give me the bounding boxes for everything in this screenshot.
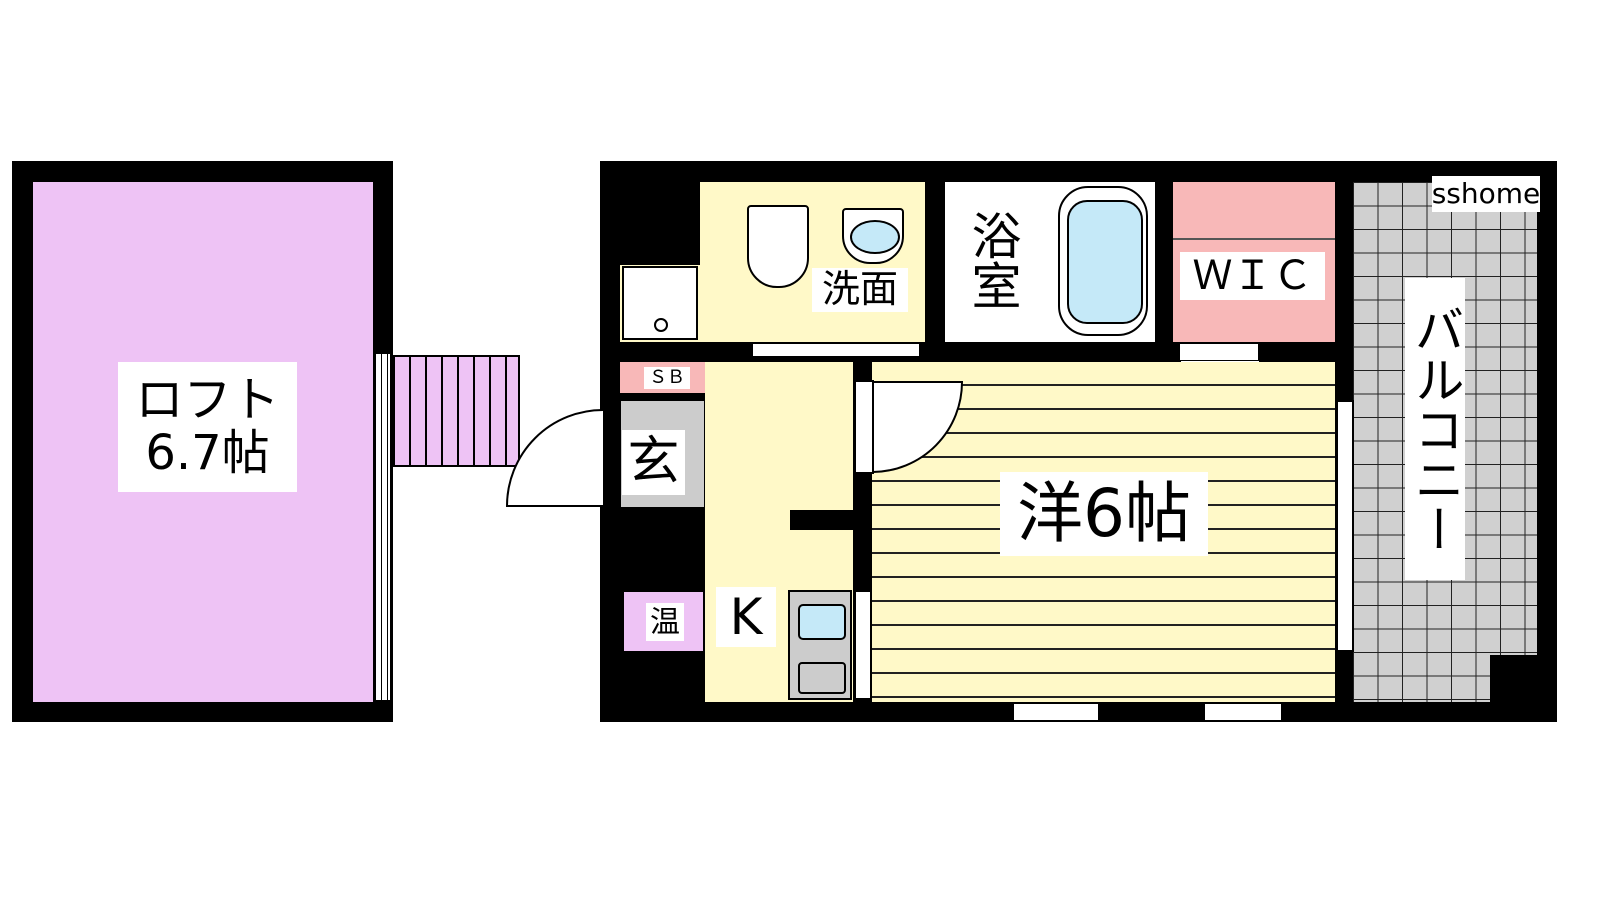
- entrance-label: 玄: [622, 430, 685, 495]
- loft-name: ロフト: [135, 372, 280, 429]
- bottom-window-1: [1012, 702, 1100, 722]
- wic-label: ＷＩＣ: [1180, 252, 1325, 300]
- bath-label: 浴室: [962, 200, 1022, 320]
- room-door-icon[interactable]: [854, 380, 966, 475]
- kitchen-label: K: [716, 587, 776, 647]
- bottom-window-2: [1203, 702, 1283, 722]
- stairs[interactable]: [393, 355, 520, 467]
- water-heater-label: 温: [646, 603, 684, 641]
- loft-label: ロフト 6.7帖: [118, 362, 297, 492]
- toilet-icon: [747, 205, 809, 288]
- washroom-label: 洗面: [812, 268, 908, 312]
- washroom-door[interactable]: [751, 342, 921, 358]
- western-room-label: 洋6帖: [1000, 472, 1208, 556]
- sink-icon: [842, 208, 904, 264]
- balcony: [1353, 182, 1537, 702]
- entrance-door-icon[interactable]: [505, 408, 605, 510]
- shoe-box-label: ＳＢ: [644, 367, 690, 389]
- bathtub-icon: [1058, 186, 1148, 336]
- watermark: sshome: [1432, 176, 1540, 212]
- washing-machine-pan: [622, 266, 698, 340]
- stove-icon: [788, 590, 852, 700]
- loft-size: 6.7帖: [145, 425, 270, 481]
- balcony-unit: [1490, 655, 1557, 722]
- balcony-label: バルコニー: [1405, 278, 1465, 580]
- partition-wall: [790, 510, 855, 530]
- washroom: [700, 182, 925, 342]
- loft-window: [374, 352, 392, 702]
- balcony-window[interactable]: [1336, 400, 1354, 652]
- water-heater: [622, 590, 705, 653]
- kitchen-side-window: [854, 590, 872, 700]
